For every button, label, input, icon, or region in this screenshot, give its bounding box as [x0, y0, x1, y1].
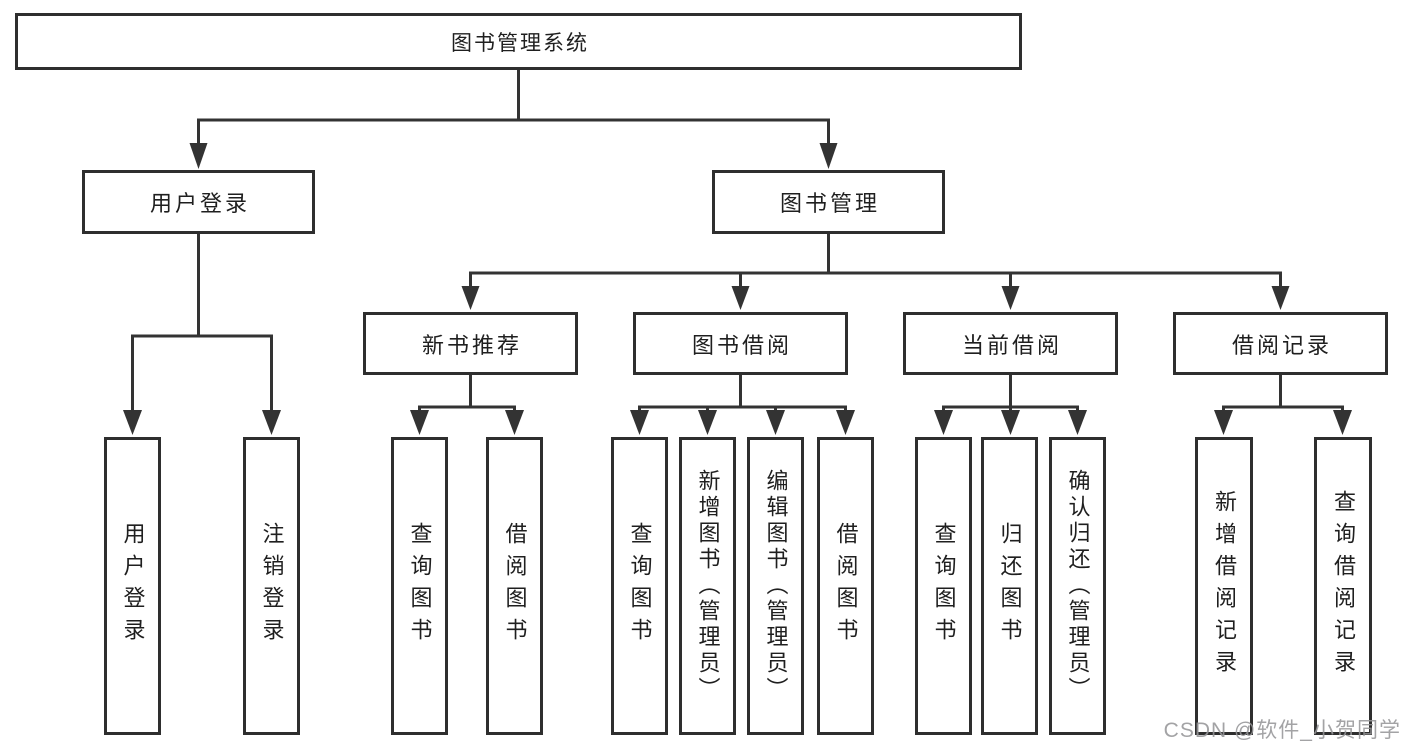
- node-root: 图书管理系统: [15, 13, 1022, 70]
- leaf-bb-query-books: 查询图书: [611, 437, 668, 735]
- leaf-cb-confirm-return-label: 确认归还（管理员）: [1065, 469, 1091, 703]
- arrow-leaf-logout: [262, 410, 281, 435]
- connector-root-to-level2: [197, 68, 830, 147]
- arrow-leaf-bb-add: [698, 410, 717, 435]
- leaf-br-add-record-label: 新增借阅记录: [1212, 490, 1237, 682]
- node-book-borrowing: 图书借阅: [633, 312, 848, 375]
- arrow-leaf-rec-query: [410, 410, 429, 435]
- arrow-leaf-cb-return: [1001, 410, 1020, 435]
- arrow-new-book-recommend: [461, 286, 480, 310]
- leaf-bb-borrow-books-label: 借阅图书: [833, 522, 859, 650]
- arrow-leaf-bb-edit: [766, 410, 785, 435]
- arrowheads: [123, 143, 1352, 435]
- leaf-bb-add-books: 新增图书（管理员）: [679, 437, 736, 735]
- node-current-borrowing-label: 当前借阅: [961, 332, 1062, 358]
- node-current-borrowing: 当前借阅: [903, 312, 1118, 375]
- node-new-book-recommend: 新书推荐: [363, 312, 578, 375]
- connector-current-to-leaves: [942, 375, 1079, 414]
- arrow-leaf-br-query: [1333, 410, 1352, 435]
- node-user-login: 用户登录: [82, 170, 315, 234]
- leaf-br-query-record: 查询借阅记录: [1314, 437, 1372, 735]
- arrow-leaf-bb-query: [630, 410, 649, 435]
- leaf-bb-add-books-label: 新增图书（管理员）: [695, 469, 721, 703]
- node-book-management-label: 图书管理: [779, 191, 880, 216]
- node-book-borrowing-label: 图书借阅: [691, 332, 792, 358]
- leaf-cb-query-books-label: 查询图书: [931, 522, 957, 650]
- node-user-login-label: 用户登录: [149, 191, 250, 216]
- node-borrowing-records: 借阅记录: [1173, 312, 1388, 375]
- leaf-bb-edit-books: 编辑图书（管理员）: [747, 437, 804, 735]
- arrow-book-borrowing: [731, 286, 750, 310]
- csdn-watermark: CSDN @软件_小贺同学: [1163, 719, 1401, 742]
- leaf-bb-query-books-label: 查询图书: [627, 522, 653, 650]
- leaf-rec-query-books-label: 查询图书: [407, 522, 433, 650]
- connector-lines: [131, 68, 1344, 414]
- arrow-book-management: [819, 143, 838, 169]
- leaf-br-query-record-label: 查询借阅记录: [1331, 490, 1356, 682]
- node-borrowing-records-label: 借阅记录: [1231, 332, 1332, 358]
- leaf-rec-query-books: 查询图书: [391, 437, 448, 735]
- leaf-logout-label: 注销登录: [259, 522, 285, 650]
- leaf-bb-borrow-books: 借阅图书: [817, 437, 874, 735]
- arrow-leaf-cb-query: [934, 410, 953, 435]
- connector-recommend-to-leaves: [418, 375, 516, 414]
- leaf-cb-return-books-label: 归还图书: [997, 522, 1023, 650]
- connector-records-to-leaves: [1222, 375, 1344, 414]
- node-root-label: 图书管理系统: [451, 31, 589, 55]
- leaf-br-add-record: 新增借阅记录: [1195, 437, 1253, 735]
- arrow-current-borrowing: [1001, 286, 1020, 310]
- leaf-rec-borrow-books: 借阅图书: [486, 437, 543, 735]
- leaf-logout: 注销登录: [243, 437, 300, 735]
- arrow-user-login: [189, 143, 208, 169]
- arrow-borrowing-records: [1271, 286, 1290, 310]
- leaf-user-login-label: 用户登录: [120, 522, 146, 650]
- connector-bookmgmt-to-level3: [469, 234, 1282, 290]
- arrow-leaf-bb-borrow: [836, 410, 855, 435]
- arrow-leaf-cb-confirm: [1068, 410, 1087, 435]
- arrow-leaf-user-login: [123, 410, 142, 435]
- leaf-user-login: 用户登录: [104, 437, 161, 735]
- connector-borrowing-to-leaves: [638, 375, 847, 414]
- leaf-rec-borrow-books-label: 借阅图书: [502, 522, 528, 650]
- connector-userlogin-to-leaves: [131, 234, 273, 412]
- leaf-bb-edit-books-label: 编辑图书（管理员）: [763, 469, 789, 703]
- node-book-management: 图书管理: [712, 170, 945, 234]
- arrow-leaf-rec-borrow: [505, 410, 524, 435]
- leaf-cb-confirm-return: 确认归还（管理员）: [1049, 437, 1106, 735]
- node-new-book-recommend-label: 新书推荐: [421, 332, 522, 358]
- arrow-leaf-br-add: [1214, 410, 1233, 435]
- leaf-cb-query-books: 查询图书: [915, 437, 972, 735]
- leaf-cb-return-books: 归还图书: [981, 437, 1038, 735]
